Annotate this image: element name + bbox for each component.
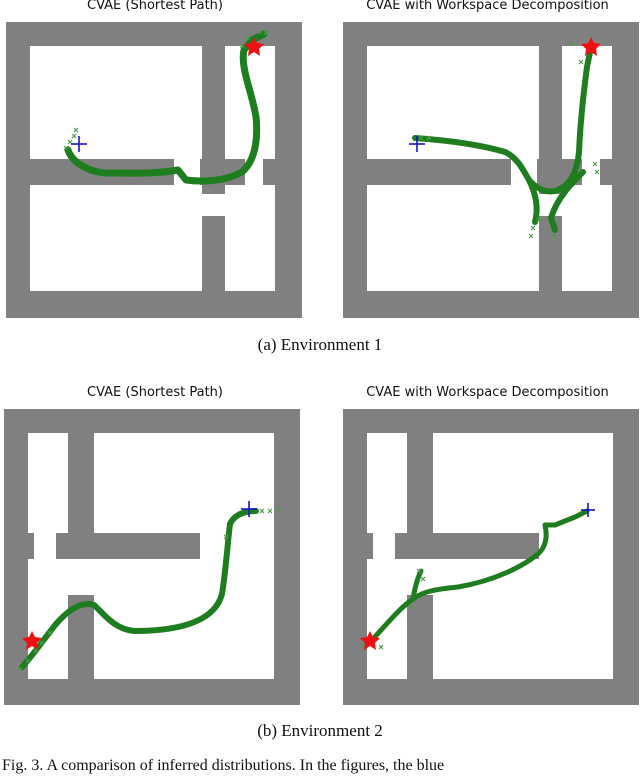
env2-caption: (b) Environment 2	[257, 721, 383, 740]
goal-star-icon	[581, 37, 601, 56]
inferred-path	[366, 508, 590, 646]
env2-left-title: CVAE (Shortest Path)	[87, 385, 223, 400]
env2-workspace-decomposition-figure	[343, 409, 639, 705]
env1-caption: (a) Environment 1	[257, 335, 383, 354]
goal-star-icon	[244, 37, 264, 56]
wall-block	[56, 533, 200, 559]
free-space	[367, 433, 613, 679]
sample-markers	[418, 41, 600, 239]
env2-right-title: CVAE with Workspace Decomposition	[366, 385, 609, 400]
sample-markers	[360, 568, 426, 650]
inferred-path	[19, 508, 259, 670]
start-marker-icon	[409, 136, 425, 152]
env1-left-title: CVAE (Shortest Path)	[87, 0, 223, 13]
inferred-path-lower	[526, 169, 586, 233]
goal-star-icon	[360, 631, 380, 650]
wall-block	[395, 533, 539, 559]
env1-workspace-decomposition-figure	[343, 22, 639, 318]
goal-star-icon	[22, 631, 42, 650]
free-space	[30, 46, 275, 291]
free-space	[28, 433, 274, 679]
start-marker-icon	[241, 501, 257, 517]
start-marker-icon	[581, 503, 595, 517]
env2-shortest-path-figure	[4, 409, 300, 705]
inferred-path-branch	[410, 568, 424, 602]
start-marker-icon	[71, 136, 87, 152]
env1-right-title: CVAE with Workspace Decomposition	[366, 0, 609, 13]
free-space	[367, 46, 612, 291]
inferred-path	[64, 30, 268, 185]
env1-shortest-path-figure	[6, 22, 302, 318]
inferred-path-upper	[412, 44, 594, 195]
figure-caption: Fig. 3. A comparison of inferred distrib…	[2, 757, 445, 774]
sample-markers	[17, 506, 281, 672]
